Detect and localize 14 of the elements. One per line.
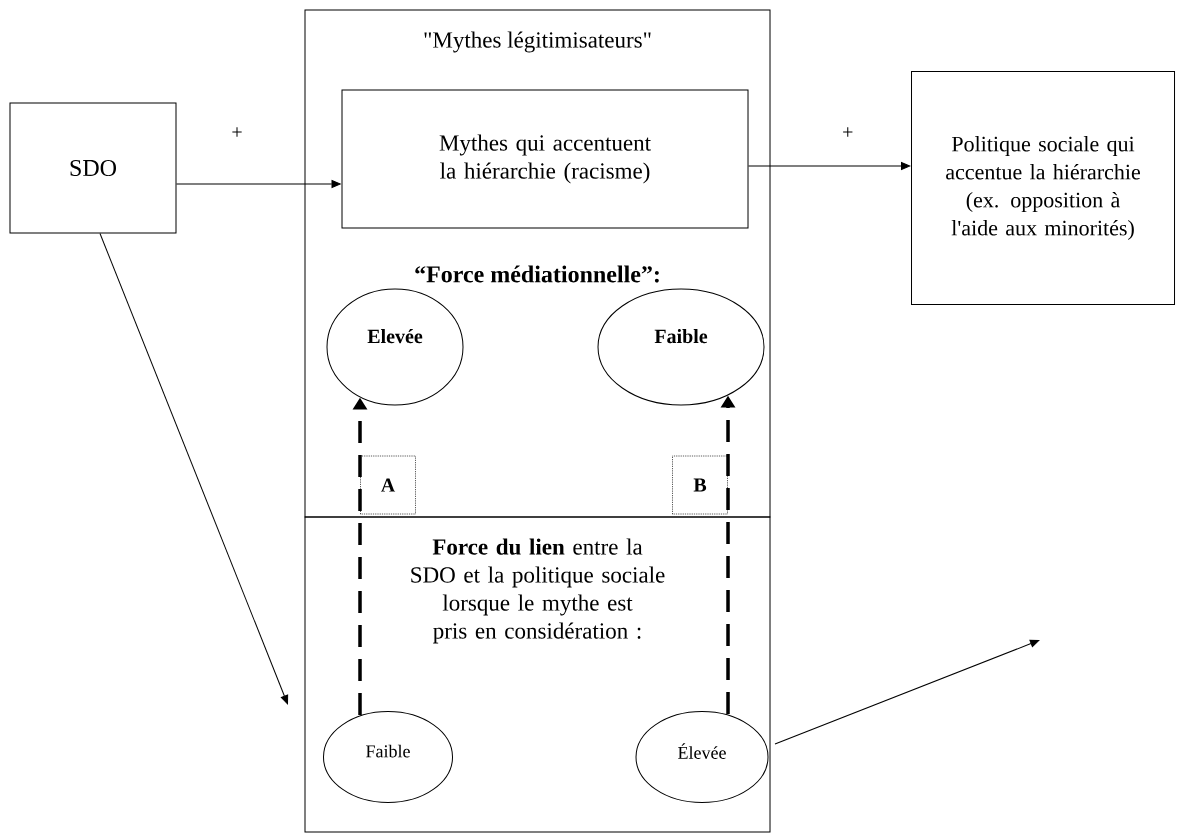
arrow	[748, 162, 911, 170]
concept-box: Politique sociale qui accentue la hiérarchie (ex. opposition à l'aide aux minorités)	[911, 71, 1175, 305]
oval: Faible	[323, 711, 453, 803]
arrow	[99, 233, 289, 705]
oval: Elevée	[326, 288, 464, 406]
edge-label: +	[841, 126, 855, 140]
letter-box: A	[360, 455, 416, 515]
oval: Élevée	[635, 711, 769, 803]
oval: Faible	[597, 288, 765, 406]
concept-box: SDO	[9, 102, 177, 234]
arrow	[176, 180, 341, 188]
letter-box: B	[672, 455, 728, 515]
edge-label: +	[230, 126, 244, 140]
concept-box: Mythes qui accentuent la hiérarchie (racisme)	[341, 89, 749, 229]
